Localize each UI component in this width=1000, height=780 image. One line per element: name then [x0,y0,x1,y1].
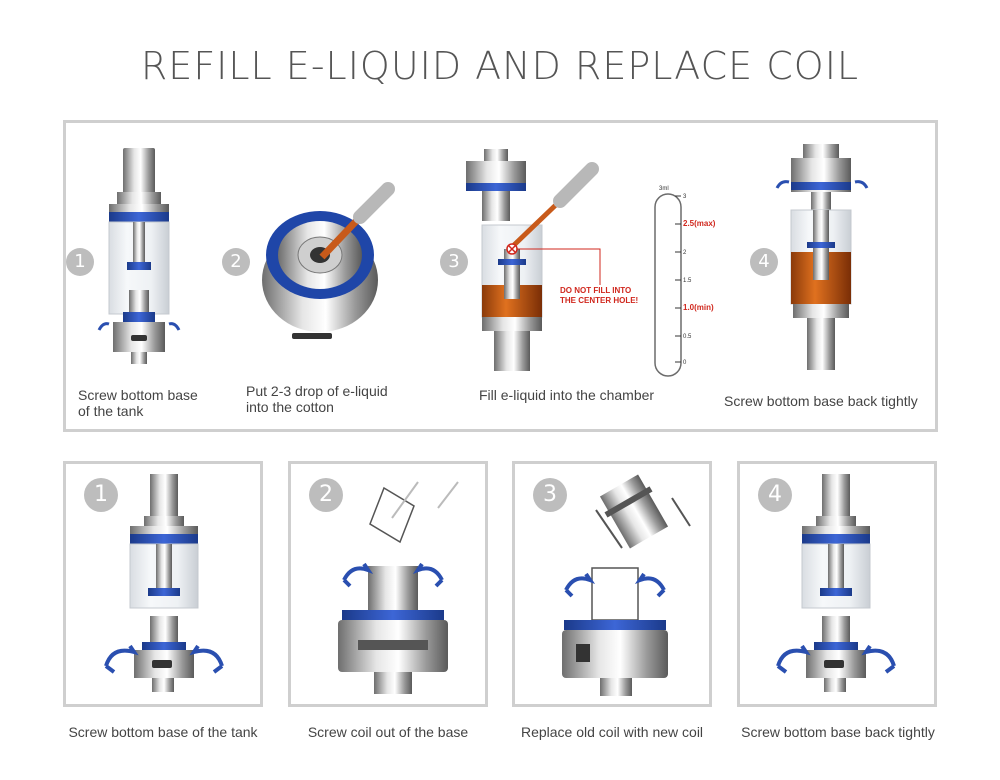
scale-tick-label: 3 [683,194,687,200]
coil-dropper-illustration [262,182,395,339]
card-caption: Screw bottom base of the tank [68,724,258,740]
caption-line: into the cotton [246,399,334,415]
card-caption: Screw coil out of the base [307,724,469,740]
scale-max-label: 2.5(max) [683,219,716,228]
step-caption: Put 2-3 drop of e-liquid into the cotton [246,383,388,415]
step-caption: Screw bottom base back tightly [724,393,918,409]
scale-tick-label: 0 [683,360,687,366]
scale-tick-label: 0.5 [683,334,692,340]
step-number-badge: 3 [533,478,567,512]
warning-text: THE CENTER HOLE! [560,296,638,305]
caption-line: Put 2-3 drop of e-liquid [246,383,388,399]
fill-chamber-illustration: DO NOT FILL INTO THE CENTER HOLE! [466,149,638,371]
caption-line: Screw bottom base [78,387,198,403]
card-caption: Replace old coil with new coil [520,724,704,740]
page-title: REFILL E-LIQUID AND REPLACE COIL [140,44,860,88]
step-number-badge: 2 [222,248,250,276]
tank-base-unscrew-illustration [104,474,224,692]
scale-top-label: 3ml [659,186,669,192]
step-number-badge: 4 [750,248,778,276]
tank-screw-back-illustration [775,144,869,370]
step-caption: Screw bottom base of the tank [78,387,198,419]
step-number-badge: 3 [440,248,468,276]
scale-min-label: 1.0(min) [683,303,714,312]
step-number-badge: 1 [84,478,118,512]
coil-replace-illustration [562,474,691,696]
step-number-badge: 1 [66,248,94,276]
card-caption: Screw bottom base back tightly [741,724,935,740]
coil-removal-illustration [338,481,459,694]
step-number-badge: 2 [309,478,343,512]
caption-line: of the tank [78,403,144,419]
warning-text: DO NOT FILL INTO [560,286,631,295]
ml-scale-tube: 3ml 3 2.5(max) 2 1.5 1.0(min) 0.5 0 [654,186,716,377]
step-number-badge: 4 [758,478,792,512]
tank-unscrew-illustration [97,148,181,364]
scale-tick-label: 1.5 [683,278,692,284]
tank-base-screw-back-illustration [776,474,896,692]
scale-tick-label: 2 [683,250,687,256]
step-caption: Fill e-liquid into the chamber [479,387,655,403]
